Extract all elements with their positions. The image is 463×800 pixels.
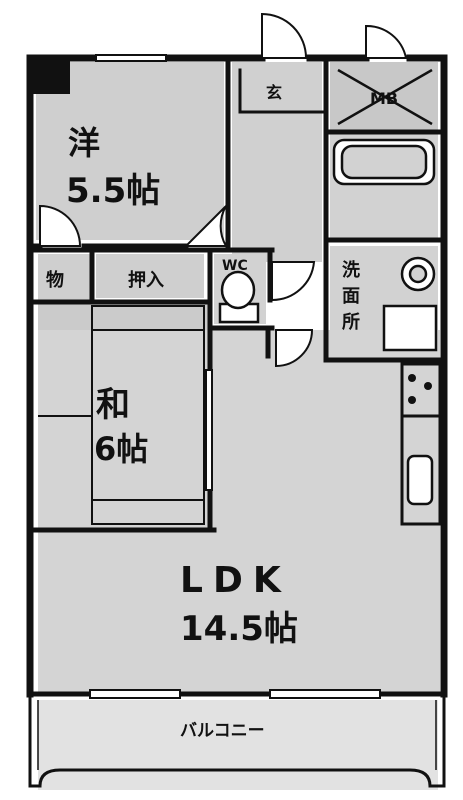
fixtures — [218, 68, 438, 506]
balcony-label: バルコニー — [180, 721, 265, 741]
wc-label: WC — [222, 258, 248, 274]
labels: 洋 5.5帖 玄 MB 物 押入 WC 洗 面 所 和 6帖 LDK 14.5帖… — [46, 83, 398, 741]
western-door-2 — [183, 205, 228, 247]
japanese-room-size: 6帖 — [94, 430, 148, 468]
kitchen-sink — [406, 454, 434, 506]
hall-door — [275, 329, 314, 368]
meter-box-label: MB — [370, 89, 398, 108]
wc-door — [271, 261, 316, 302]
washroom-label-3: 所 — [342, 312, 360, 333]
western-room-name: 洋 — [68, 124, 100, 162]
western-door — [39, 204, 82, 247]
balcony-floor — [38, 700, 438, 790]
ldk-size: 14.5帖 — [180, 609, 298, 649]
closet-label: 物 — [46, 269, 64, 291]
tatami-lines — [38, 305, 205, 525]
meter-box-cross — [337, 68, 433, 126]
stove — [408, 374, 432, 404]
entrance-door — [261, 12, 308, 59]
japanese-room-name: 和 — [96, 385, 130, 425]
washroom-label-1: 洗 — [342, 259, 360, 281]
mb-door — [365, 24, 408, 59]
toilet — [218, 270, 260, 324]
windows — [89, 54, 381, 699]
hall-floor — [232, 62, 322, 262]
washbasin — [382, 256, 438, 352]
washroom-label-2: 面 — [342, 286, 360, 307]
closet-floor — [38, 254, 90, 300]
ldk-name: LDK — [180, 560, 291, 601]
western-room-size: 5.5帖 — [66, 171, 160, 211]
oshiire-label: 押入 — [128, 269, 164, 291]
balcony — [28, 694, 446, 788]
entrance-label: 玄 — [266, 83, 282, 102]
oshiire-floor — [96, 254, 204, 298]
doors — [39, 12, 408, 368]
